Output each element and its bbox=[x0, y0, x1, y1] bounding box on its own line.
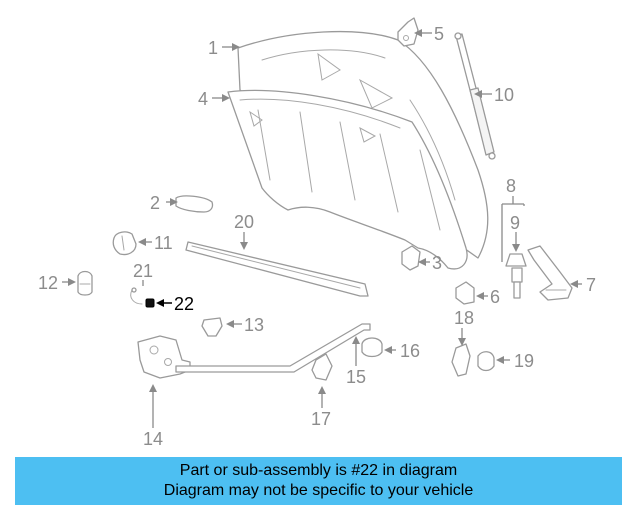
part-4-hood-inner bbox=[227, 89, 468, 270]
callout-21: 21 bbox=[133, 261, 153, 281]
callout-11: 11 bbox=[154, 233, 173, 253]
part-22-highlighted bbox=[145, 298, 155, 308]
part-2-pad bbox=[175, 195, 214, 213]
part-16-nut bbox=[361, 337, 383, 358]
part-14-latch bbox=[137, 323, 371, 379]
part-18-clip bbox=[451, 343, 471, 377]
part-19-fastener bbox=[477, 351, 495, 372]
part-9-bolt bbox=[505, 253, 527, 299]
leader-lines bbox=[62, 29, 582, 428]
callout-14: 14 bbox=[143, 429, 163, 449]
callout-20: 20 bbox=[234, 212, 254, 232]
callout-13: 13 bbox=[244, 315, 264, 335]
part-17-clip bbox=[311, 353, 333, 381]
callout-1: 1 bbox=[208, 38, 218, 58]
callout-15: 15 bbox=[346, 367, 366, 387]
part-20-seal bbox=[185, 241, 369, 297]
part-10-strut bbox=[454, 32, 496, 160]
callout-2: 2 bbox=[150, 193, 160, 213]
part-5-bracket bbox=[397, 17, 419, 47]
info-banner: Part or sub-assembly is #22 in diagram D… bbox=[15, 457, 622, 505]
part-11-clip bbox=[112, 231, 137, 256]
callout-8: 8 bbox=[506, 176, 516, 196]
callout-16: 16 bbox=[400, 341, 420, 361]
callout-4: 4 bbox=[198, 89, 208, 109]
part-6-bracket bbox=[455, 281, 475, 305]
callout-labels: 1 4 5 10 2 8 9 20 11 3 7 12 21 6 22 13 1… bbox=[38, 24, 596, 449]
part-13-grommet bbox=[201, 317, 223, 337]
part-12-bumper bbox=[77, 270, 93, 296]
parts-diagram: 1 4 5 10 2 8 9 20 11 3 7 12 21 6 22 13 1… bbox=[38, 17, 596, 449]
callout-7: 7 bbox=[586, 275, 596, 295]
callout-10: 10 bbox=[494, 85, 514, 105]
callout-12: 12 bbox=[38, 273, 58, 293]
banner-line-part: Part or sub-assembly is #22 in diagram bbox=[179, 462, 458, 479]
callout-3: 3 bbox=[432, 253, 442, 273]
callout-19: 19 bbox=[514, 351, 534, 371]
part-3-clip bbox=[401, 245, 421, 271]
callout-6: 6 bbox=[490, 287, 500, 307]
callout-17: 17 bbox=[311, 409, 331, 429]
banner-line-disclaimer: Diagram may not be specific to your vehi… bbox=[163, 482, 474, 499]
callout-18: 18 bbox=[454, 308, 474, 328]
callout-9: 9 bbox=[510, 213, 520, 233]
callout-22: 22 bbox=[174, 294, 194, 314]
part-21-clip bbox=[130, 287, 143, 305]
part-7-striker bbox=[527, 245, 573, 301]
callout-5: 5 bbox=[434, 24, 444, 44]
